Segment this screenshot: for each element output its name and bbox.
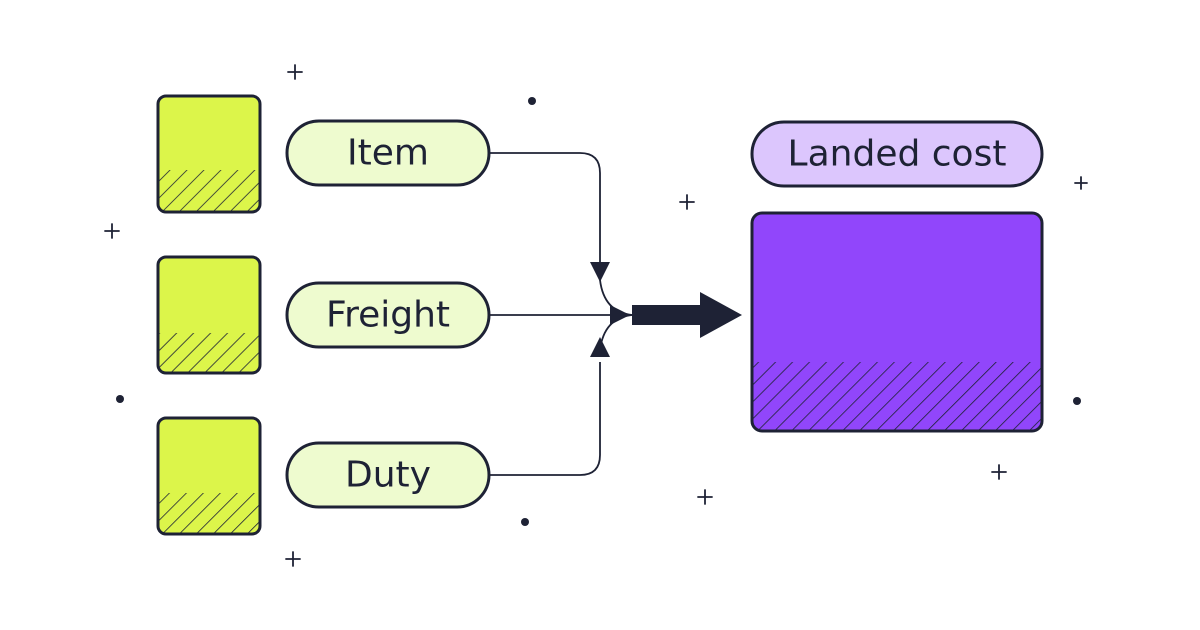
arrowhead-right-icon <box>610 305 630 325</box>
dot-icon <box>521 518 529 526</box>
output-label: Landed cost <box>788 134 1007 175</box>
input-pill-item: Item <box>285 119 491 187</box>
connector-arrowheads <box>590 262 630 357</box>
plus-icon <box>287 64 303 80</box>
input-pill-freight: Freight <box>285 281 491 349</box>
dot-icon <box>1073 397 1081 405</box>
output-pill: Landed cost <box>750 120 1044 188</box>
dot-icon <box>116 395 124 403</box>
dot-icon <box>528 97 536 105</box>
arrowhead-up-icon <box>590 337 610 357</box>
plus-icon <box>104 223 120 239</box>
plus-icon <box>697 489 713 505</box>
input-block-freight <box>156 255 262 375</box>
decor-dots <box>116 97 1081 526</box>
input-block-duty <box>156 416 262 536</box>
input-pill-duty: Duty <box>285 441 491 509</box>
input-label-item: Item <box>347 133 429 174</box>
plus-icon <box>991 464 1007 480</box>
plus-icon <box>679 194 695 210</box>
output-block <box>750 211 1044 433</box>
arrow-right-icon <box>632 292 742 338</box>
input-block-item <box>156 94 262 214</box>
plus-icon <box>285 551 301 567</box>
plus-icon <box>1074 176 1088 190</box>
input-label-freight: Freight <box>326 295 450 336</box>
input-label-duty: Duty <box>345 455 431 496</box>
arrowhead-down-icon <box>590 262 610 282</box>
connector-duty <box>490 362 601 476</box>
connector-item <box>490 152 601 268</box>
decor-plus-marks <box>104 64 1088 567</box>
